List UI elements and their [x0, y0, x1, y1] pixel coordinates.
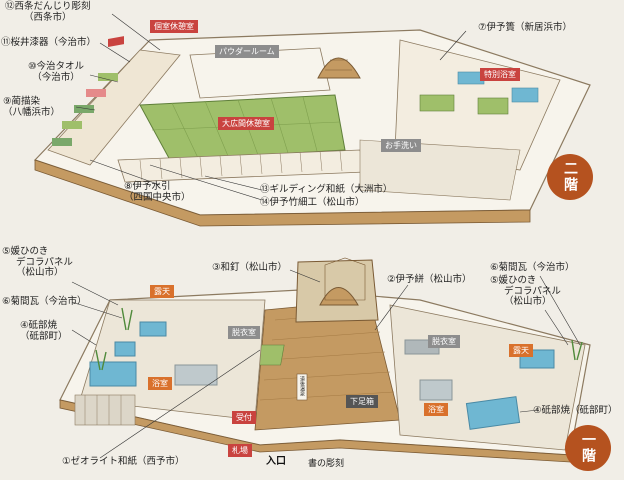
callout-11-sakurai-shikki: ⑪桜井漆器（今治市）	[1, 37, 97, 48]
tag-ticket-desk: 札場	[228, 444, 252, 457]
callout-1-zeolite-washi: ①ゼオライト和紙（西予市）	[62, 456, 185, 467]
tag-dressing-room-left: 脱衣室	[228, 326, 260, 339]
tag-main-hall-rest-room: 大広間休憩室	[218, 117, 274, 130]
callout-6-kikuma-gawara-left: ⑥菊間瓦（今治市）	[2, 296, 87, 307]
callout-5-hime-hinoki-left: ⑤媛ひのきデコラパネル（松山市）	[2, 246, 73, 278]
callout-13-gilding-washi: ⑬ギルディング和紙（大洲市）	[260, 184, 393, 195]
tag-rotenburo-right: 露天	[509, 344, 533, 357]
tag-dressing-room-right: 脱衣室	[428, 335, 460, 348]
second-floor-badge: 二階	[547, 154, 593, 200]
tag-powder-room: パウダールーム	[215, 45, 279, 58]
second-floor-base	[34, 159, 531, 227]
callout-2-iyo-kasuri: ②伊予絣（松山市）	[387, 274, 472, 285]
tag-shoe-box: 下足箱	[346, 395, 378, 408]
callout-6-kikuma-gawara-right: ⑥菊間瓦（今治市）	[490, 262, 575, 273]
tag-bath-right: 浴室	[424, 403, 448, 416]
calligraphy-carving-label: 書の彫刻	[308, 459, 345, 469]
tag-bath-left: 浴室	[148, 377, 172, 390]
first-floor-badge: 一階	[565, 425, 611, 471]
lobby-sign-text: 道後温泉	[299, 376, 305, 396]
lobby-sign-board	[296, 373, 308, 401]
callout-14-iyo-bamboo: ⑭伊予竹細工（松山市）	[260, 197, 365, 208]
tag-toilet: お手洗い	[381, 139, 421, 152]
second-floor-left-rooms	[47, 49, 181, 166]
callout-9-itegaki-zome: ⑨蔺描染（八幡浜市）	[3, 96, 61, 118]
tag-reception: 受付	[232, 411, 256, 424]
callout-7-iyosu: ⑦伊予簣（新居浜市）	[478, 22, 573, 33]
entrance-label: 入口	[266, 456, 286, 467]
callout-5-hime-hinoki-right: ⑤媛ひのきデコラパネル（松山市）	[490, 275, 561, 307]
roof-dome	[317, 57, 361, 79]
tag-private-rest-room: 個室休憩室	[150, 20, 198, 33]
callout-3-wakugi: ③和釘（松山市）	[212, 262, 288, 273]
callout-12-saijo-danjiri: ⑫西条だんじり彫刻（西条市）	[5, 1, 91, 23]
callout-10-imabari-towel: ⑩今治タオル（今治市）	[28, 61, 85, 83]
callout-8-iyo-mizuhiki: ⑧伊予水引（四国中央市）	[124, 181, 191, 203]
callout-4-tobe-yaki-left: ④砥部焼（砥部町）	[20, 320, 68, 342]
callout-4-tobe-yaki-right: ④砥部焼（砥部町）	[533, 405, 618, 416]
tag-rotenburo-left: 露天	[150, 285, 174, 298]
tag-special-bath: 特別浴室	[480, 68, 520, 81]
